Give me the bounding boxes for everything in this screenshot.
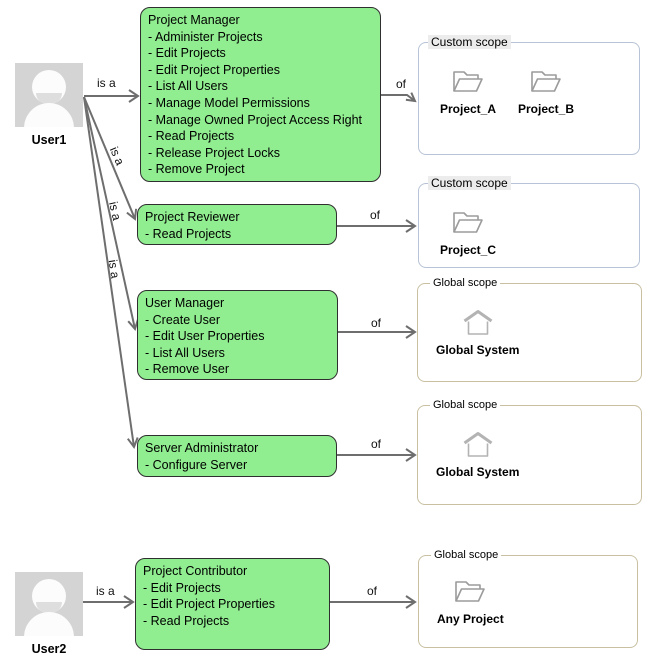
role-permission: - Manage Model Permissions [148,95,310,110]
edge-label-of-5: of [367,584,378,598]
role-permission: - Release Project Locks [148,145,281,160]
role-permission: - Edit Projects [148,46,226,61]
scope-item-label: Global System [436,343,520,357]
scope-box-custom-project-c[interactable]: Custom scope Project_C [418,176,640,268]
scope-legend: Custom scope [428,176,511,190]
role-permission: - Read Projects [143,613,230,628]
role-permission: - Read Projects [145,226,232,241]
role-title: Project Contributor [143,564,248,578]
edge-label-is-a-4: is a [105,258,123,280]
role-box-project-contributor[interactable]: Project Contributor - Edit Projects - Ed… [135,558,330,650]
scope-item-global-system[interactable]: Global System [436,308,519,357]
user-name-label: User1 [31,133,67,147]
role-permission: - Edit Project Properties [148,62,280,77]
user-node-user1[interactable]: User1 [15,63,83,147]
role-permission: - Edit Project Properties [143,597,275,612]
scope-item-label: Any Project [437,612,504,626]
scope-legend: Global scope [430,276,501,290]
role-box-user-manager[interactable]: User Manager - Create User - Edit User P… [137,290,338,380]
role-box-project-reviewer[interactable]: Project Reviewer - Read Projects [137,204,337,245]
role-permission: - Create User [145,312,221,327]
scope-item-label: Project_C [439,243,497,257]
avatar-torso [24,612,74,636]
avatar-head [32,70,66,104]
avatar-head [32,579,66,613]
role-title: Project Manager [148,13,240,27]
role-permission: - Manage Owned Project Access Right [148,112,362,127]
scope-box-global-any-project[interactable]: Global scope Any Project [418,548,638,648]
edge-label-of-4: of [371,437,382,451]
folder-icon [531,71,561,92]
role-permission: - Edit Projects [143,580,221,595]
role-box-project-manager[interactable]: Project Manager - Administer Projects - … [140,7,381,182]
home-icon [463,432,493,457]
avatar-smile [36,93,62,104]
role-permission: - List All Users [148,79,228,94]
scope-legend: Global scope [430,398,501,412]
edge-label-is-a-5: is a [96,584,115,598]
edge-label-of-1: of [396,77,407,91]
folder-icon [453,71,483,92]
scope-legend: Custom scope [428,35,511,49]
role-permission: - Edit User Properties [145,329,265,344]
scope-item-any-project[interactable]: Any Project [437,577,504,626]
scope-item-project-a[interactable]: Project_A [437,67,499,116]
scope-legend: Global scope [431,548,502,562]
folder-icon [455,581,486,602]
edge-label-is-a-1: is a [97,76,116,90]
role-permission: - Configure Server [145,457,248,472]
role-permission: - Read Projects [148,129,235,144]
edge-label-of-2: of [370,208,381,222]
role-permission: - Remove Project [148,162,245,177]
scope-box-global-system-2[interactable]: Global scope Global System [417,398,642,505]
role-permission: - Remove User [145,362,230,377]
scope-box-custom-projects-ab[interactable]: Custom scope Project_A Project_B [418,35,640,155]
role-title: User Manager [145,296,225,310]
user-node-user2[interactable]: User2 [15,572,83,656]
avatar-smile [36,602,62,613]
scope-box-global-system-1[interactable]: Global scope Global System [417,276,642,382]
scope-item-label: Global System [436,465,520,479]
scope-item-label: Project_A [439,102,497,116]
edge-label-of-3: of [371,316,382,330]
role-permission: - List All Users [145,345,225,360]
avatar-torso [24,103,74,127]
role-title: Server Administrator [145,441,259,455]
user-avatar-icon[interactable] [15,572,83,636]
user-avatar-icon[interactable] [15,63,83,127]
scope-item-project-c[interactable]: Project_C [437,208,499,257]
role-permission: - Administer Projects [148,29,263,44]
scope-item-label: Project_B [517,102,575,116]
scope-item-project-b[interactable]: Project_B [515,67,577,116]
user-name-label: User2 [31,642,67,656]
role-title: Project Reviewer [145,210,240,224]
folder-icon [453,212,483,233]
scope-item-global-system[interactable]: Global System [436,430,519,479]
role-box-server-administrator[interactable]: Server Administrator - Configure Server [137,435,337,477]
home-icon [463,310,493,335]
